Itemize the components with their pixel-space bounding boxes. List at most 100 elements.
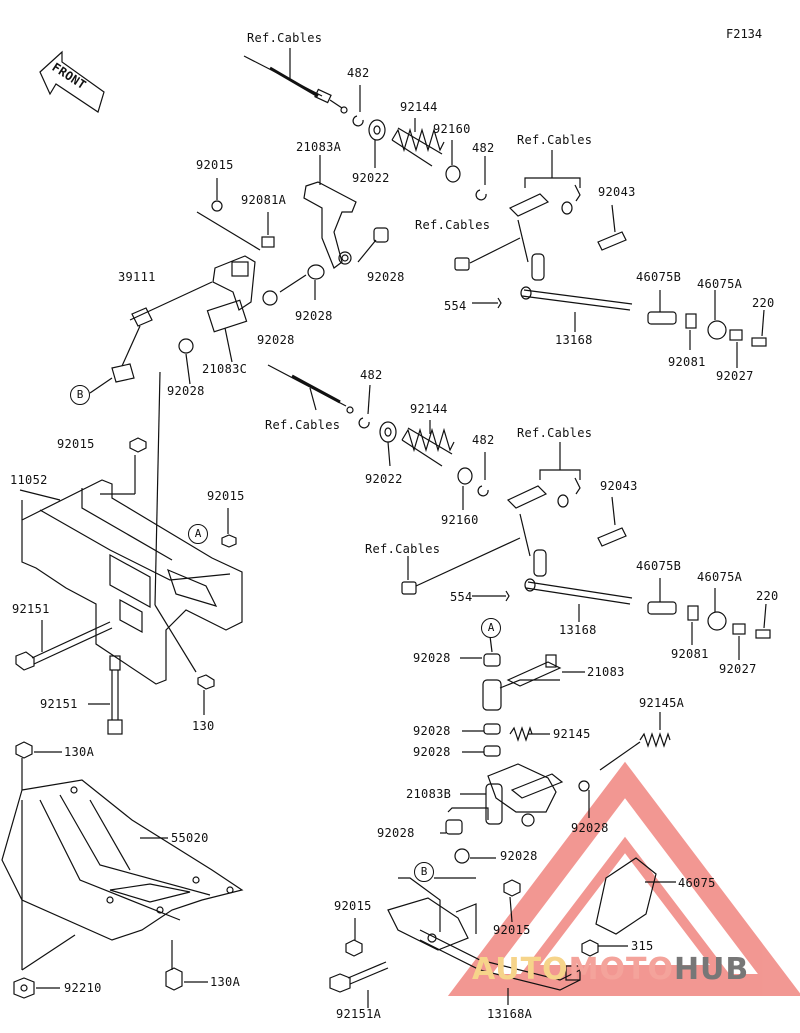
label-ref-cables-1: Ref.Cables	[247, 31, 323, 45]
label-554-2: 554	[450, 590, 473, 604]
frame-11052	[19, 479, 243, 685]
label-92015-1: 92015	[196, 158, 234, 172]
label-92160-2: 92160	[441, 513, 479, 527]
watermark-moto: MOTO	[568, 952, 674, 987]
label-92043-2: 92043	[600, 479, 638, 493]
diagram-code: F2134	[726, 27, 763, 41]
label-482-4: 482	[472, 433, 495, 447]
label-482-1: 482	[347, 66, 370, 80]
lever-13168-1	[508, 193, 633, 311]
label-220-2: 220	[756, 589, 779, 603]
skid-plate-55020	[1, 779, 244, 941]
label-92028-9: 92028	[377, 826, 415, 840]
label-46075B-1: 46075B	[636, 270, 682, 284]
label-92022-2: 92022	[365, 472, 403, 486]
label-92028-10: 92028	[500, 849, 538, 863]
label-92027-2: 92027	[719, 662, 757, 676]
label-482-2: 482	[472, 141, 495, 155]
watermark-hub: HUB	[673, 952, 750, 987]
label-92022-1: 92022	[352, 171, 390, 185]
label-130A-1: 130A	[64, 745, 95, 759]
bracket-21083	[499, 654, 585, 689]
label-92144-1: 92144	[400, 100, 438, 114]
label-13168-1: 13168	[555, 333, 593, 347]
label-92043-1: 92043	[598, 185, 636, 199]
label-13168-2: 13168	[559, 623, 597, 637]
label-46075A-1: 46075A	[697, 277, 743, 291]
pipe-21083C	[206, 299, 248, 333]
label-21083: 21083	[587, 665, 625, 679]
label-92081A: 92081A	[241, 193, 287, 207]
callout-b-low: B	[414, 862, 434, 882]
label-92027-1: 92027	[716, 369, 754, 383]
lever-13168-2	[506, 485, 633, 605]
label-13168A: 13168A	[487, 1007, 533, 1021]
bracket-21083B	[460, 763, 590, 827]
label-92015-3: 92015	[207, 489, 245, 503]
label-ref-cables-5: Ref.Cables	[517, 426, 593, 440]
label-92145A: 92145A	[639, 696, 685, 710]
label-ref-cables-6: Ref.Cables	[365, 542, 441, 556]
label-ref-cables-2: Ref.Cables	[517, 133, 593, 147]
label-46075: 46075	[678, 876, 716, 890]
label-92151-1: 92151	[12, 602, 50, 616]
label-46075A-2: 46075A	[697, 570, 743, 584]
label-554-1: 554	[444, 299, 467, 313]
label-220-1: 220	[752, 296, 775, 310]
label-92028-7: 92028	[413, 745, 451, 759]
label-92028-8: 92028	[571, 821, 609, 835]
bracket-21083A	[303, 155, 357, 269]
label-92151-2: 92151	[40, 697, 78, 711]
label-92028-6: 92028	[413, 724, 451, 738]
lever-13168A	[387, 897, 581, 991]
front-arrow-icon	[39, 50, 105, 113]
watermark-text: AUTOMOTOHUB	[472, 952, 749, 987]
label-315: 315	[631, 939, 654, 953]
label-92160-1: 92160	[433, 122, 471, 136]
spring-92144-1	[391, 127, 445, 167]
label-ref-cables-3: Ref.Cables	[415, 218, 491, 232]
callout-b-left: B	[70, 385, 90, 405]
label-92015-2: 92015	[57, 437, 95, 451]
label-130A-2: 130A	[210, 975, 241, 989]
label-92028-1: 92028	[367, 270, 405, 284]
cable-rod-mid	[267, 364, 354, 414]
label-92144-2: 92144	[410, 402, 448, 416]
bolt-92151-1	[15, 620, 113, 671]
label-21083B: 21083B	[406, 787, 452, 801]
arm-39111	[89, 255, 256, 394]
label-92081-1: 92081	[668, 355, 706, 369]
callout-a-top: A	[188, 524, 208, 544]
label-130: 130	[192, 719, 215, 733]
clip-482-1	[352, 115, 364, 127]
spring-92144-2	[401, 427, 455, 467]
label-92028-3: 92028	[257, 333, 295, 347]
watermark-auto: AUTO	[472, 952, 569, 987]
label-92151A: 92151A	[336, 1007, 382, 1021]
label-92028-5: 92028	[413, 651, 451, 665]
label-92028-4: 92028	[167, 384, 205, 398]
label-39111: 39111	[118, 270, 156, 284]
label-21083A: 21083A	[296, 140, 342, 154]
washer-92022-1	[368, 119, 386, 141]
label-92028-2: 92028	[295, 309, 333, 323]
label-482-3: 482	[360, 368, 383, 382]
watermark-triangle	[447, 761, 800, 996]
label-21083C: 21083C	[202, 362, 248, 376]
label-55020: 55020	[171, 831, 209, 845]
bolt-92151-2	[88, 655, 123, 735]
label-46075B-2: 46075B	[636, 559, 682, 573]
pad-46075	[595, 857, 657, 935]
label-92145: 92145	[553, 727, 591, 741]
cable-rod-top	[243, 55, 348, 114]
bolt-92151A	[329, 961, 389, 1008]
label-92210: 92210	[64, 981, 102, 995]
label-92081-2: 92081	[671, 647, 709, 661]
callout-a-mid: A	[481, 618, 501, 638]
label-11052: 11052	[10, 473, 48, 487]
label-92015-4: 92015	[334, 899, 372, 913]
label-92015-5: 92015	[493, 923, 531, 937]
label-ref-cables-4: Ref.Cables	[265, 418, 341, 432]
